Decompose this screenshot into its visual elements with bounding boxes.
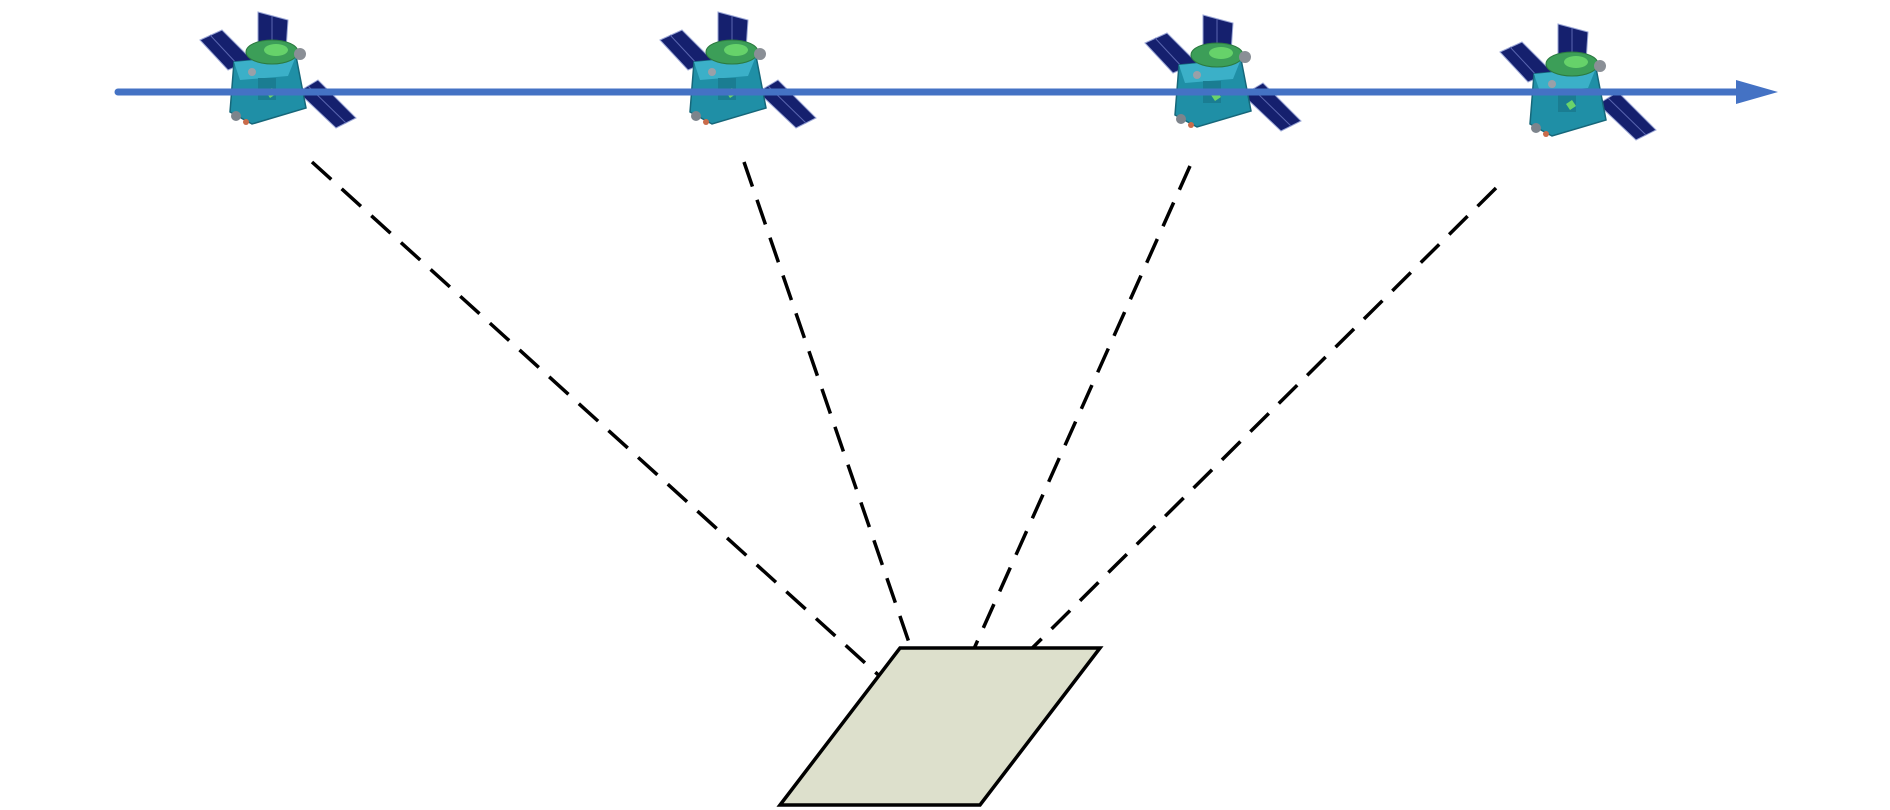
- satellite-icon: [1144, 14, 1302, 132]
- sight-line-2: [742, 161, 928, 693]
- sight-line-1: [310, 160, 908, 702]
- satellite-icon: [1499, 23, 1657, 141]
- orbit-direction-arrowhead: [1736, 80, 1778, 104]
- ground-target-area: [776, 646, 1104, 807]
- sight-line-3: [958, 165, 1192, 681]
- satellite-icon: [199, 11, 357, 129]
- satellite-icon: [659, 11, 817, 129]
